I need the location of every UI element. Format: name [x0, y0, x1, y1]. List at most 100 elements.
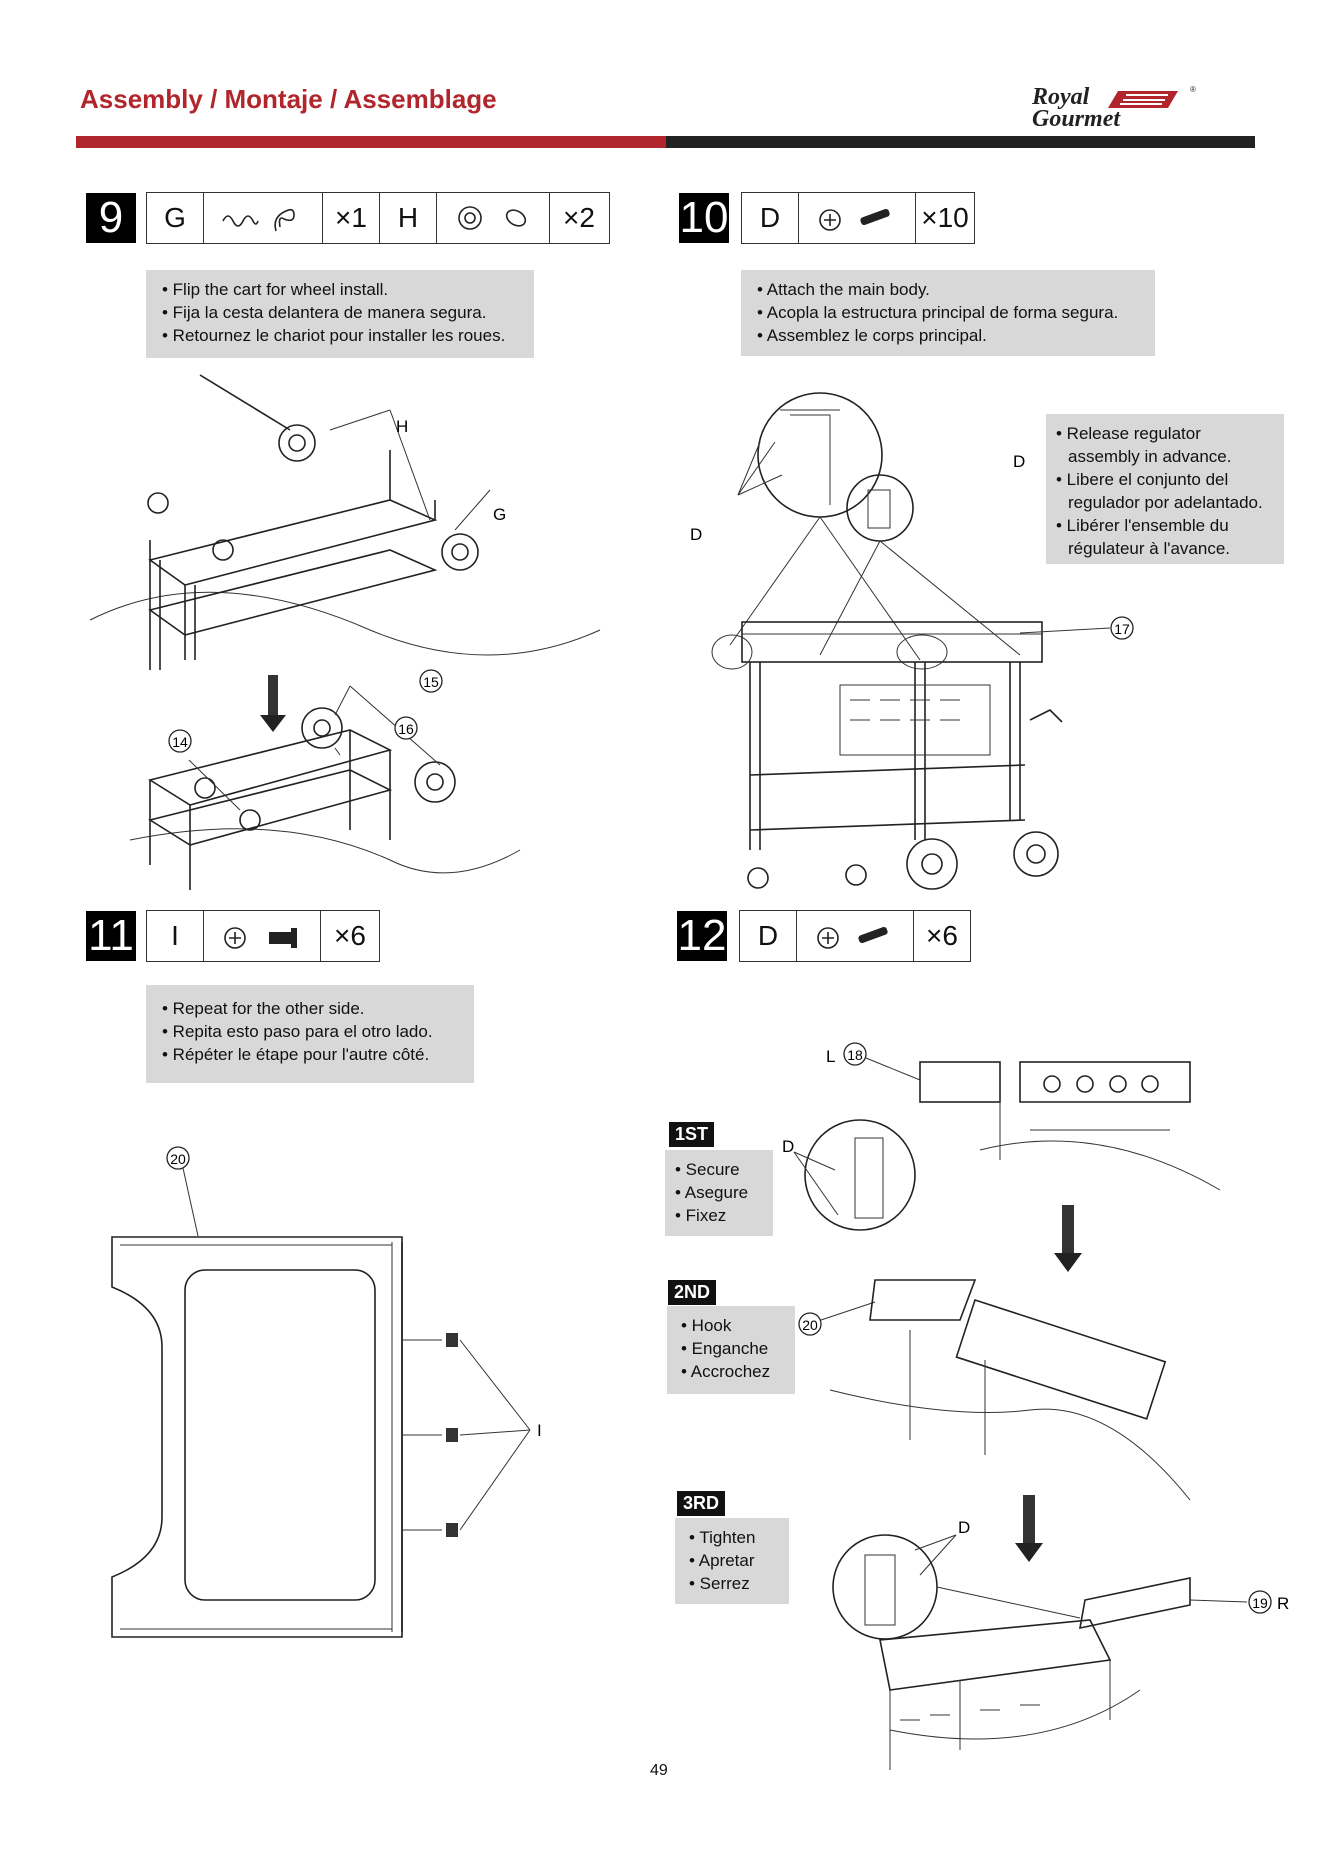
down-arrow-icon	[260, 715, 286, 732]
detail-circle	[757, 392, 883, 518]
label-d: D	[958, 1518, 970, 1537]
step-12-illustration: L 18 D 20 D 19 R	[782, 1042, 1289, 1770]
axle-rod	[199, 374, 291, 431]
wheel-icon	[906, 838, 958, 890]
wheel-icon	[441, 533, 479, 571]
detail-circle	[832, 1534, 938, 1640]
part-icons	[437, 193, 550, 243]
header-rule-red	[76, 136, 666, 148]
substep-tag-3rd: 3RD	[677, 1491, 726, 1516]
brand-logo: Royal Gourmet ®	[1028, 82, 1228, 132]
wheel-icon	[278, 424, 316, 462]
hitch-pin-icon	[274, 208, 295, 232]
callout-15: 15	[423, 674, 439, 690]
label-r: R	[1277, 1594, 1289, 1613]
callout-17: 17	[1114, 621, 1130, 637]
callout-20: 20	[802, 1317, 818, 1333]
substep-1-instructions: • Secure • Asegure • Fixez	[665, 1150, 773, 1236]
phillips-icon	[817, 927, 839, 949]
regulator-knob	[1029, 709, 1063, 723]
label-l: L	[826, 1047, 835, 1066]
step-number-12: 12	[677, 911, 727, 961]
caster-icon	[212, 539, 234, 561]
screw-icon	[858, 926, 888, 944]
parts-table-step-12: D ×6	[739, 910, 971, 962]
down-arrow-icon	[1015, 1543, 1043, 1562]
caster-icon	[147, 492, 169, 514]
bolt-icon	[446, 1428, 458, 1442]
label-i: I	[537, 1421, 542, 1440]
caster-icon	[239, 809, 261, 831]
instruction-fr: • Répéter le étape pour l'autre côté.	[162, 1045, 430, 1064]
hair-pin-icon	[222, 208, 295, 232]
shelf-panel	[184, 1269, 376, 1601]
registered-mark: ®	[1190, 85, 1196, 94]
side-shelf-outline	[111, 1236, 403, 1638]
callout-20: 20	[170, 1151, 186, 1167]
caster-icon	[194, 777, 216, 799]
label-d: D	[1013, 452, 1025, 471]
down-arrow-icon	[1054, 1253, 1082, 1272]
wheel-icon	[1013, 831, 1059, 877]
parts-table-step-9: G ×1 H ×2	[146, 192, 610, 244]
regulator-note: • Release regulator assembly in advance.…	[1046, 414, 1284, 564]
lock-washer-icon	[505, 209, 527, 227]
label-g: G	[493, 505, 506, 524]
wheel-icon	[301, 707, 343, 749]
part-qty: ×1	[323, 193, 380, 243]
washer-icon	[458, 206, 482, 230]
callout-16: 16	[398, 721, 414, 737]
logo-line2: Gourmet	[1032, 106, 1121, 132]
part-letter: D	[742, 193, 799, 243]
label-h: H	[396, 417, 408, 436]
detail-circle	[846, 474, 914, 542]
part-icons	[799, 193, 916, 243]
label-d: D	[782, 1137, 794, 1156]
phillips-icon	[819, 209, 841, 231]
callout-19: 19	[1252, 1595, 1268, 1611]
logo-line1: Royal	[1031, 84, 1090, 110]
substep-3-instructions: • Tighten • Apretar • Serrez	[675, 1518, 789, 1604]
shoulder-bolt-icon	[269, 932, 291, 944]
instruction-en: • Flip the cart for wheel install.	[162, 280, 389, 299]
label-d: D	[690, 525, 702, 544]
page-number: 49	[650, 1762, 668, 1779]
instruction-fr: • Retournez le chariot pour installer le…	[162, 326, 506, 345]
part-qty: ×10	[921, 202, 969, 233]
step-9-instructions: • Flip the cart for wheel install. • Fij…	[146, 270, 534, 358]
part-icons	[204, 911, 321, 961]
instruction-es: • Repita esto paso para el otro lado.	[162, 1022, 433, 1041]
bolt-icon	[446, 1333, 458, 1347]
part-qty: ×6	[926, 920, 958, 951]
page-title: Assembly / Montaje / Assemblage	[80, 84, 497, 114]
instruction-es: • Fija la cesta delantera de manera segu…	[162, 303, 487, 322]
phillips-icon	[224, 927, 246, 949]
step-9-illustration: H G 14 15 16	[89, 374, 601, 890]
parts-table-step-10: D ×10	[741, 192, 975, 244]
substep-tag-2nd: 2ND	[668, 1280, 717, 1305]
part-letter: I	[147, 911, 204, 961]
part-letter: G	[147, 193, 204, 243]
part-qty: ×6	[334, 920, 366, 951]
part-letter: H	[380, 193, 437, 243]
caster-icon	[845, 864, 867, 886]
callout-14: 14	[172, 734, 188, 750]
part-icons	[797, 911, 914, 961]
screw-icon	[860, 208, 890, 226]
step-10-instructions: • Attach the main body. • Acopla la estr…	[741, 270, 1155, 356]
substep-tag-1st: 1ST	[669, 1122, 715, 1147]
parts-table-step-11: I ×6	[146, 910, 380, 962]
instruction-es: • Acopla la estructura principal de form…	[757, 303, 1119, 322]
instruction-fr: • Assemblez le corps principal.	[757, 326, 987, 345]
detail-circle	[804, 1119, 916, 1231]
wheel-icon	[414, 761, 456, 803]
step-number-10: 10	[679, 193, 729, 243]
substep-2-instructions: • Hook • Enganche • Accrochez	[667, 1306, 795, 1394]
caster-icon	[747, 867, 769, 889]
bolt-icon	[446, 1523, 458, 1537]
instruction-en: • Attach the main body.	[757, 280, 930, 299]
header-rule-black	[666, 136, 1255, 148]
part-icons	[204, 193, 323, 243]
step-10-illustration: D D 17	[690, 392, 1134, 890]
part-qty: ×2	[563, 202, 595, 233]
